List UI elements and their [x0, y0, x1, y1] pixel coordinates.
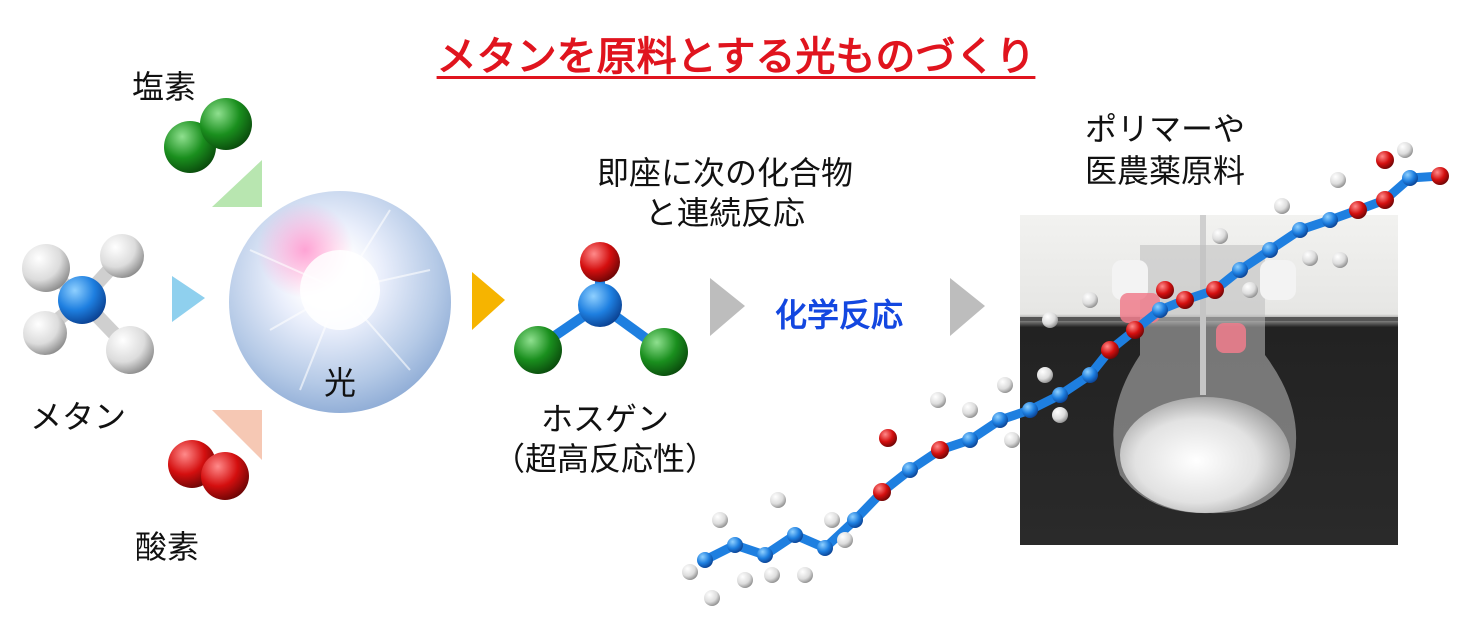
methane-label: メタン [30, 398, 127, 436]
light-label: 光 [324, 364, 356, 402]
methane-arrow-icon [172, 276, 205, 322]
oxygen-molecule-icon [168, 440, 249, 500]
light-sphere-icon [229, 191, 451, 413]
phosgene-note: （超高反応性） [492, 440, 717, 478]
reaction-arrow-icon [710, 278, 745, 336]
chemical-reaction-label: 化学反応 [775, 296, 904, 334]
phosgene-molecule-icon [514, 242, 688, 376]
chlorine-molecule-icon [164, 98, 252, 173]
product-label-line1: ポリマーや [1085, 110, 1246, 148]
polymer-chain-icon [682, 142, 1449, 606]
chlorine-label: 塩素 [132, 68, 197, 106]
oxygen-arrow-icon [212, 410, 262, 460]
chlorine-arrow-icon [212, 160, 262, 207]
phosgene-label: ホスゲン [540, 400, 669, 438]
page-title: メタンを原料とする光ものづくり [436, 34, 1036, 80]
product-label-line2: 医農薬原料 [1085, 152, 1246, 190]
light-to-phosgene-arrow-icon [472, 272, 505, 330]
next-reaction-line1: 即座に次の化合物 [596, 154, 853, 192]
oxygen-label: 酸素 [135, 528, 200, 566]
methane-molecule-icon [22, 234, 154, 374]
product-arrow-icon [950, 278, 985, 336]
next-reaction-line2: と連続反応 [644, 194, 805, 232]
